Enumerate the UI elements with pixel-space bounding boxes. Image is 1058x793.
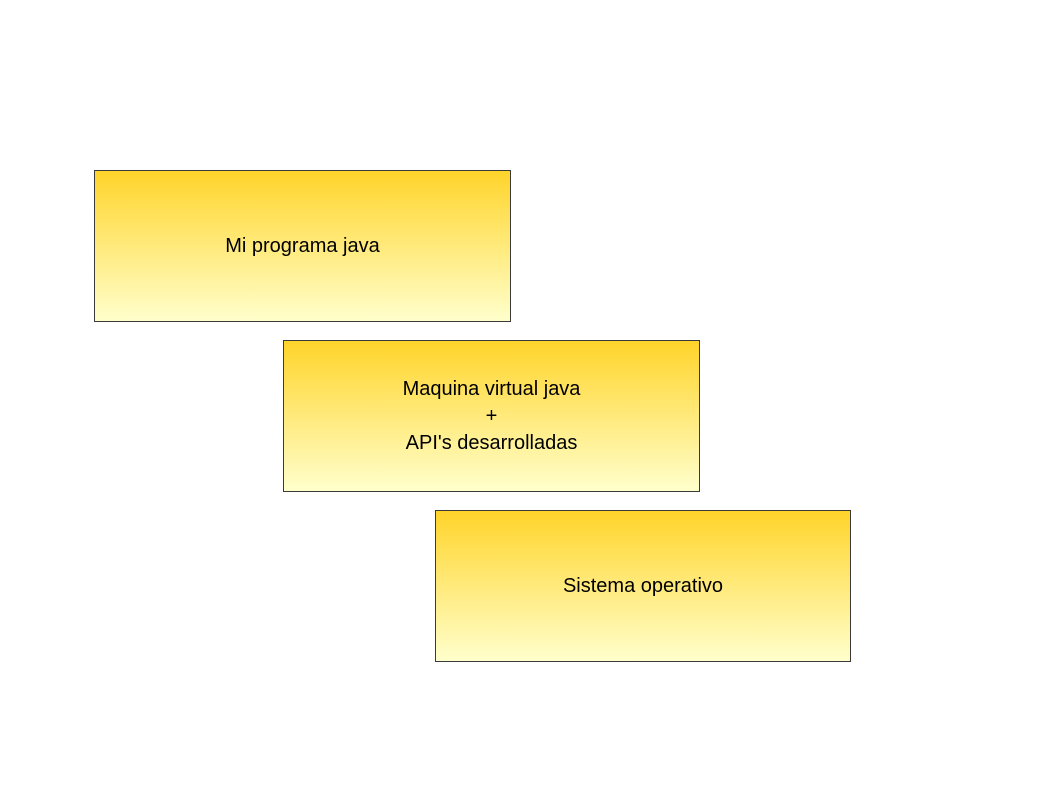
layer-label: Mi programa java [225,234,380,257]
layer-label: Sistema operativo [562,574,724,597]
layer-label: Maquina virtual java [402,377,581,400]
layer-box-jvm-apis: Maquina virtual java + API's desarrollad… [283,340,700,492]
layer-box-java-program: Mi programa java [94,170,511,322]
layer-label: API's desarrolladas [405,431,578,454]
layer-label-plus: + [485,404,498,427]
layer-box-operating-system: Sistema operativo [435,510,851,662]
